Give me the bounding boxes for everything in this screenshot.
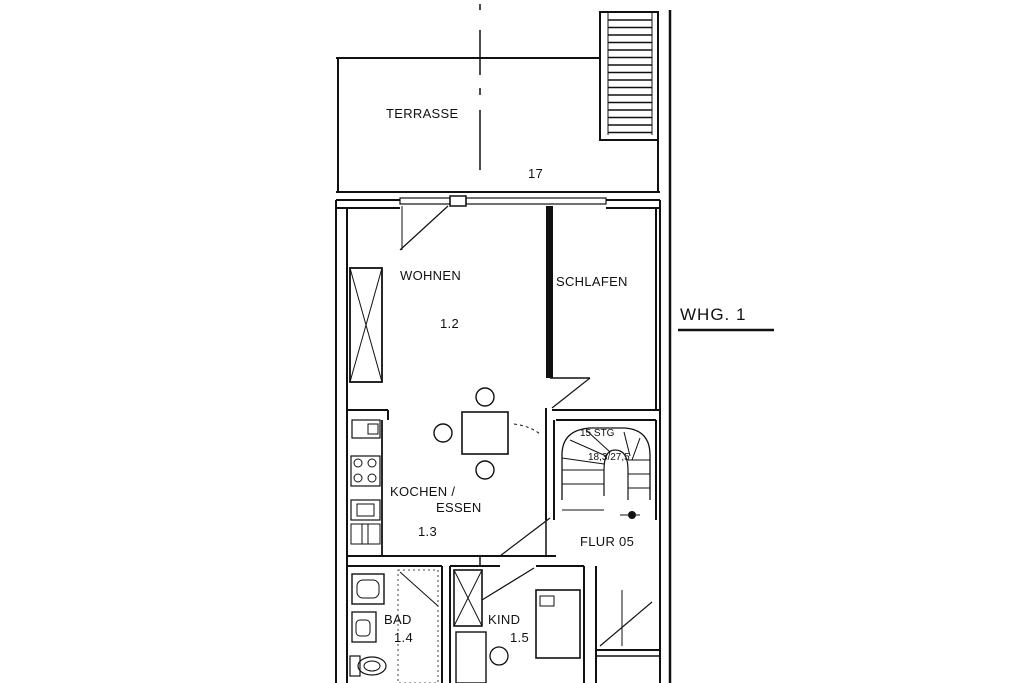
stair-hall-walls [545,408,661,683]
label-terrasse-number: 17 [528,166,543,181]
label-schlafen: SCHLAFEN [556,274,628,289]
exterior-stair [599,11,659,141]
dining-set [433,387,541,480]
label-kind-number: 1.5 [510,630,529,645]
wall-cabinet [349,267,383,383]
label-kochen-line1: KOCHEN / [390,484,455,499]
label-stairs-dimensions: 18,3/27,5 [588,452,630,463]
label-bad: BAD [384,612,412,627]
exterior-walls [335,195,661,683]
label-bad-number: 1.4 [394,630,413,645]
terrace-door-swing [399,205,449,251]
label-unit: WHG. 1 [680,305,746,324]
schlafen-door-swing [551,377,591,409]
partition-wohnen-schlafen [546,206,553,378]
spiral-stair [561,427,651,519]
label-stairs-count: 15 STG [580,428,615,439]
label-kind: KIND [488,612,520,627]
terrace [336,57,660,193]
flur-door-swing [499,517,551,557]
label-flur: FLUR 05 [580,534,634,549]
child-room-furniture [453,567,653,683]
label-kochen-number: 1.3 [418,524,437,539]
lower-room-walls [347,555,660,683]
label-wohnen: WOHNEN [400,268,461,283]
bath-door-hatch [397,569,439,683]
bathroom-fixtures [349,573,387,677]
label-terrasse: TERRASSE [386,106,459,121]
label-kochen-line2: ESSEN [436,500,482,515]
kitchen-counter [350,419,383,556]
label-wohnen-number: 1.2 [440,316,459,331]
